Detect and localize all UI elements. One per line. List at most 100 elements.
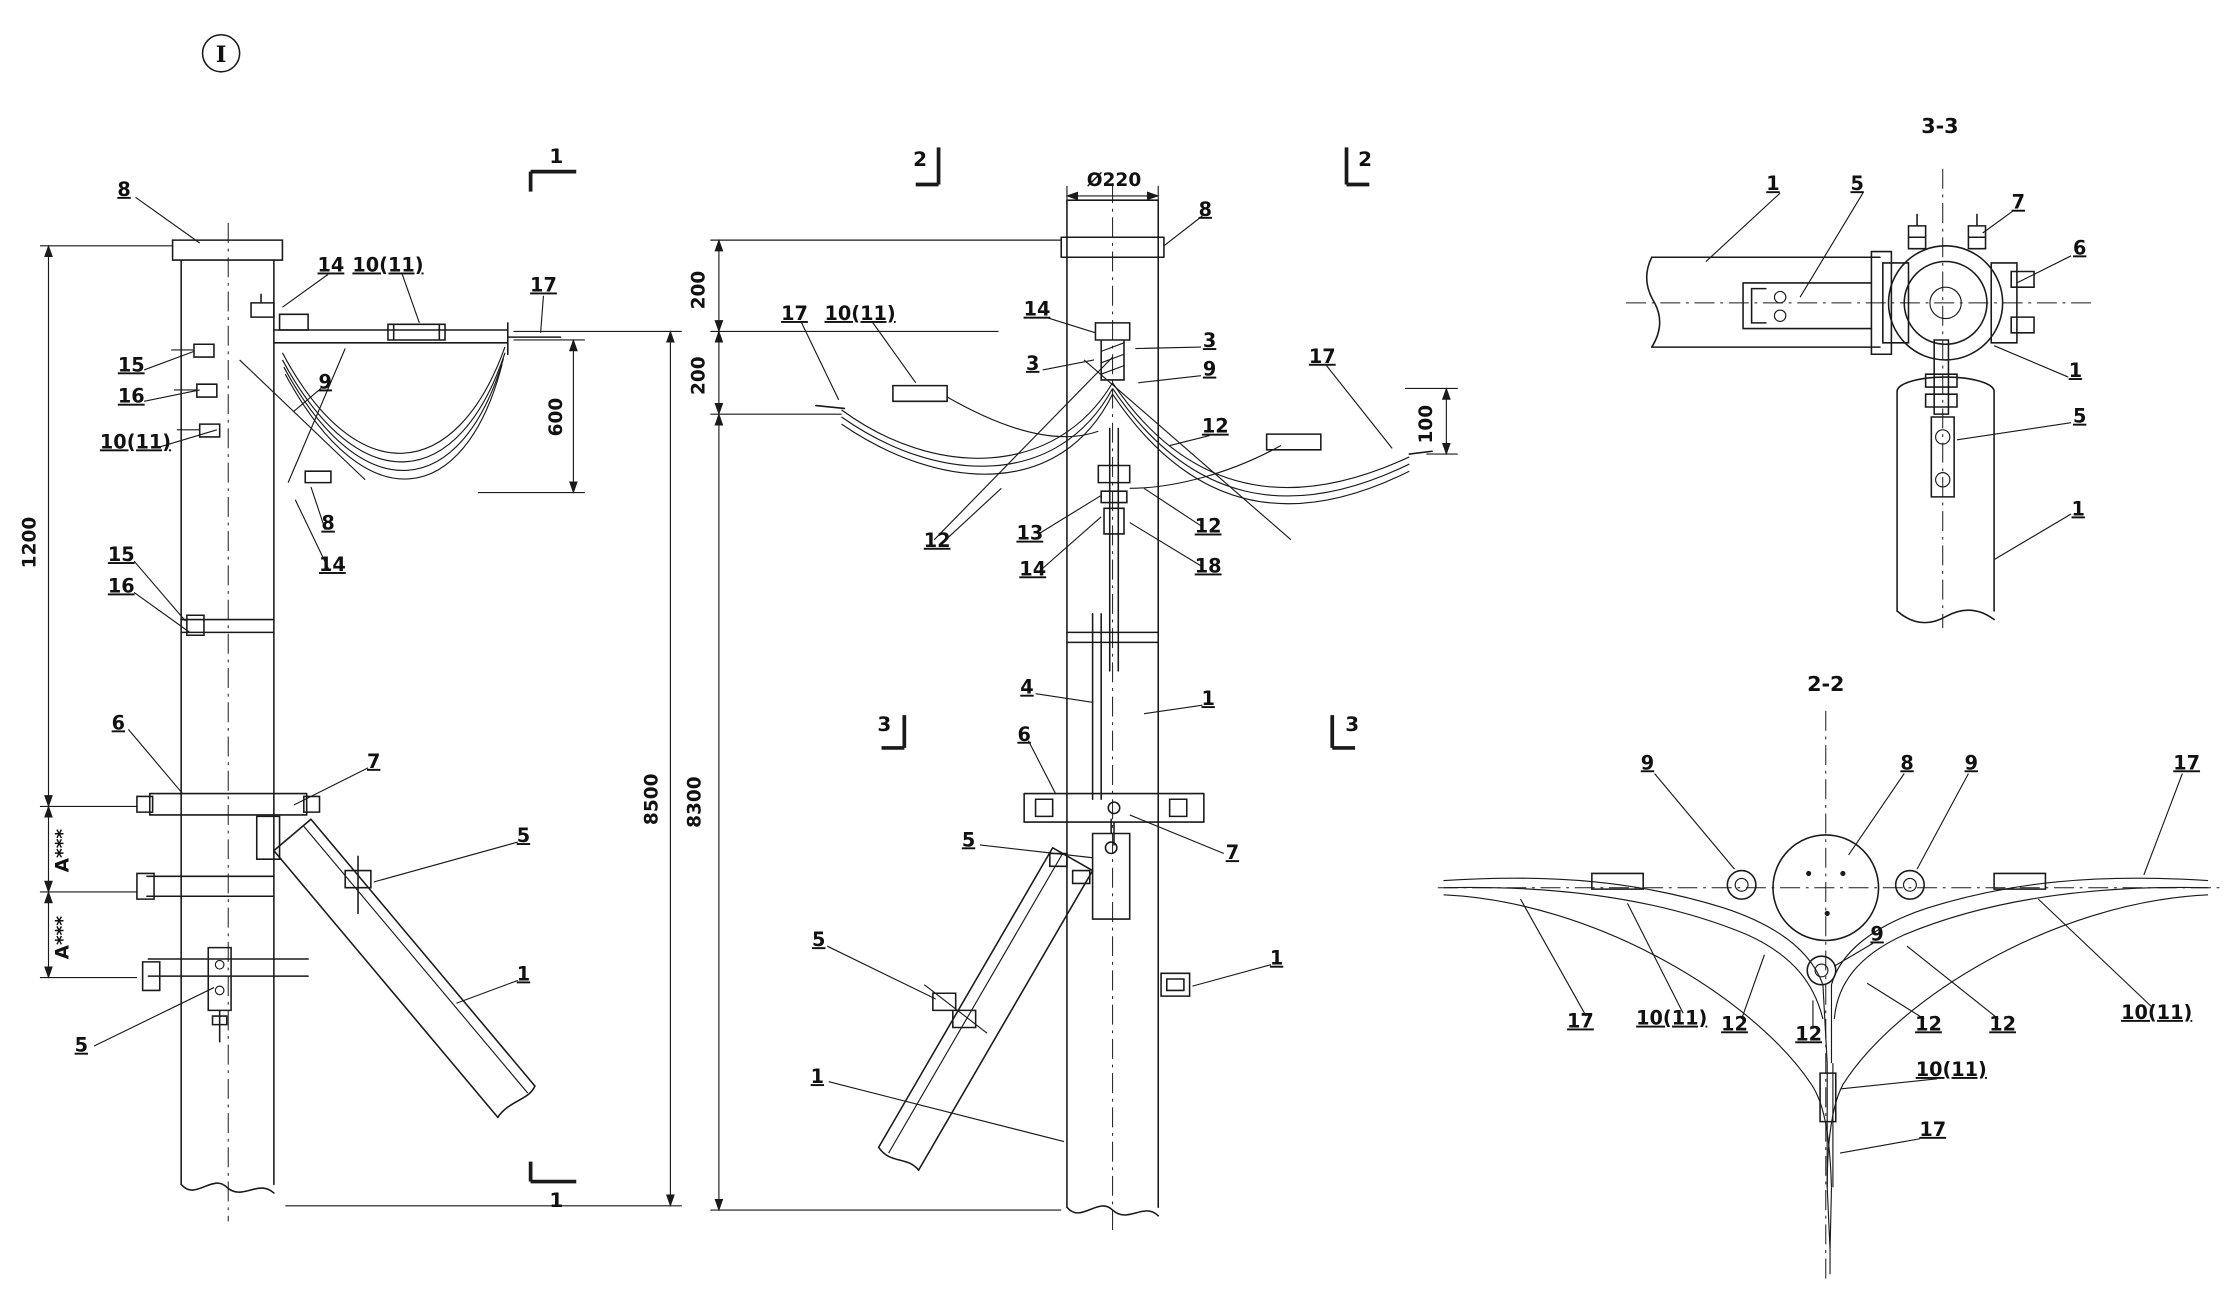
callout-label: 10(11)	[352, 254, 423, 277]
callout-label: 6	[2073, 236, 2086, 259]
section-3-3-linework	[1645, 213, 2035, 624]
section-3-3-labels: 1 5 7 6 1 5 1	[1766, 172, 2086, 520]
side-linework	[815, 199, 1433, 1217]
callout-label: 9	[1641, 751, 1654, 774]
callout-label: 12	[1795, 1022, 1822, 1045]
callout-label: 14	[1019, 557, 1046, 580]
dim-8300: 8300	[684, 776, 705, 828]
callout-label: 7	[1226, 841, 1239, 864]
callout-label: 5	[1850, 172, 1863, 195]
callout-label: 10(11)	[1636, 1007, 1707, 1030]
dim-100: 100	[1416, 405, 1437, 444]
dim-8500: 8500	[642, 773, 663, 825]
section-3-3-centerlines	[1626, 168, 2097, 629]
side-callout-labels: 8 17 10(11) 14 3 3 9 17 12 12 13 12 14 1…	[781, 198, 1336, 1088]
callout-label: 9	[319, 370, 332, 393]
callout-label: 17	[2173, 751, 2200, 774]
callout-label: 5	[812, 928, 825, 951]
callout-label: 17	[530, 273, 557, 296]
section-flag-2-right: 2	[1358, 147, 1372, 171]
dim-200-upper: 200	[689, 271, 710, 310]
callout-label: 5	[962, 828, 975, 851]
callout-label: 12	[1989, 1012, 2016, 1035]
callout-label: 10(11)	[1916, 1058, 1987, 1081]
callout-label: 12	[1202, 415, 1229, 438]
section-2-2-view: 2-2 9 8 9 17 17 10(11) 12	[1437, 672, 2220, 1282]
callout-label: 18	[1195, 554, 1222, 577]
section-flag-1-bottom: 1	[549, 1188, 563, 1212]
callout-label: 16	[118, 385, 145, 408]
callout-label: 7	[2012, 191, 2025, 214]
callout-label: 12	[1195, 515, 1222, 538]
callout-label: 9	[1965, 751, 1978, 774]
callout-label: 14	[319, 553, 346, 576]
callout-label: 6	[112, 711, 125, 734]
callout-label: 17	[1567, 1009, 1594, 1032]
callout-label: 1	[1201, 687, 1214, 710]
callout-label: 1	[517, 962, 530, 985]
front-leaders	[93, 196, 545, 1047]
node-marker: I	[201, 33, 241, 73]
section-2-2-linework	[1443, 834, 2209, 1275]
section-flag-1-top: 1	[549, 144, 563, 168]
callout-label: 1	[1270, 947, 1283, 970]
section-3-3-view: 3-3 1 5 7 6 1 5 1	[1626, 114, 2097, 629]
callout-label: 7	[367, 750, 380, 773]
callout-label: 8	[321, 512, 334, 535]
front-dimensions: 1200 A*** A*** 600 8500	[20, 244, 682, 1208]
section-2-2-leaders	[1520, 773, 2183, 1154]
side-section-flags: 2 2 3 3	[877, 147, 1372, 750]
callout-label: 12	[1721, 1012, 1748, 1035]
dim-a1: A***	[52, 829, 73, 873]
callout-label: 10(11)	[100, 430, 171, 453]
callout-label: 3	[1026, 352, 1039, 375]
callout-label: 5	[75, 1034, 88, 1057]
callout-label: 14	[318, 254, 345, 277]
dim-1200: 1200	[20, 517, 41, 569]
callout-label: 8	[1900, 751, 1913, 774]
section-flag-3-right: 3	[1345, 712, 1359, 736]
callout-label: 10(11)	[825, 302, 896, 325]
dim-a2: A***	[52, 916, 73, 960]
callout-label: 4	[1020, 676, 1033, 699]
callout-label: 9	[1870, 922, 1883, 945]
callout-label: 17	[781, 302, 808, 325]
callout-label: 1	[811, 1065, 824, 1088]
callout-label: 1	[2072, 497, 2085, 520]
callout-label: 8	[117, 178, 130, 201]
side-dimensions: Ø220 200 200 8300 100	[684, 170, 1458, 1212]
callout-label: 3	[1203, 329, 1216, 352]
callout-label: 16	[108, 574, 135, 597]
section-flag-3-left: 3	[877, 712, 891, 736]
front-linework	[136, 239, 562, 1194]
callout-label: 9	[1203, 358, 1216, 381]
section-flag-2-left: 2	[913, 147, 927, 171]
callout-label: 12	[924, 529, 951, 552]
side-leaders	[801, 215, 1393, 1143]
section-2-2-labels: 9 8 9 17 17 10(11) 12 9 12 12 12 10(11) …	[1567, 751, 2200, 1141]
callout-label: 1	[1766, 172, 1779, 195]
callout-label: 15	[108, 543, 135, 566]
callout-label: 5	[2073, 405, 2086, 428]
dim-diameter-220: Ø220	[1087, 170, 1141, 191]
dim-600: 600	[546, 398, 567, 437]
front-section-flags: 1 1	[528, 144, 577, 1212]
callout-label: 5	[517, 824, 530, 847]
node-marker-label: I	[216, 42, 227, 68]
callout-label: 14	[1024, 298, 1051, 321]
front-view: 1200 A*** A*** 600 8500 1 1 8 14 10(11) …	[20, 144, 682, 1222]
callout-label: 8	[1199, 198, 1212, 221]
front-callout-labels: 8 14 10(11) 17 15 16 9 10(11) 8 14 15 16…	[75, 178, 557, 1057]
callout-label: 15	[118, 353, 145, 376]
section-3-3-title: 3-3	[1921, 114, 1958, 138]
callout-label: 17	[1309, 345, 1336, 368]
callout-label: 6	[1017, 723, 1030, 746]
callout-label: 17	[1919, 1118, 1946, 1141]
section-3-3-leaders	[1705, 192, 2072, 561]
dim-200-lower: 200	[689, 356, 710, 395]
callout-label: 10(11)	[2121, 1001, 2192, 1024]
section-2-2-title: 2-2	[1807, 672, 1844, 696]
callout-label: 12	[1915, 1012, 1942, 1035]
